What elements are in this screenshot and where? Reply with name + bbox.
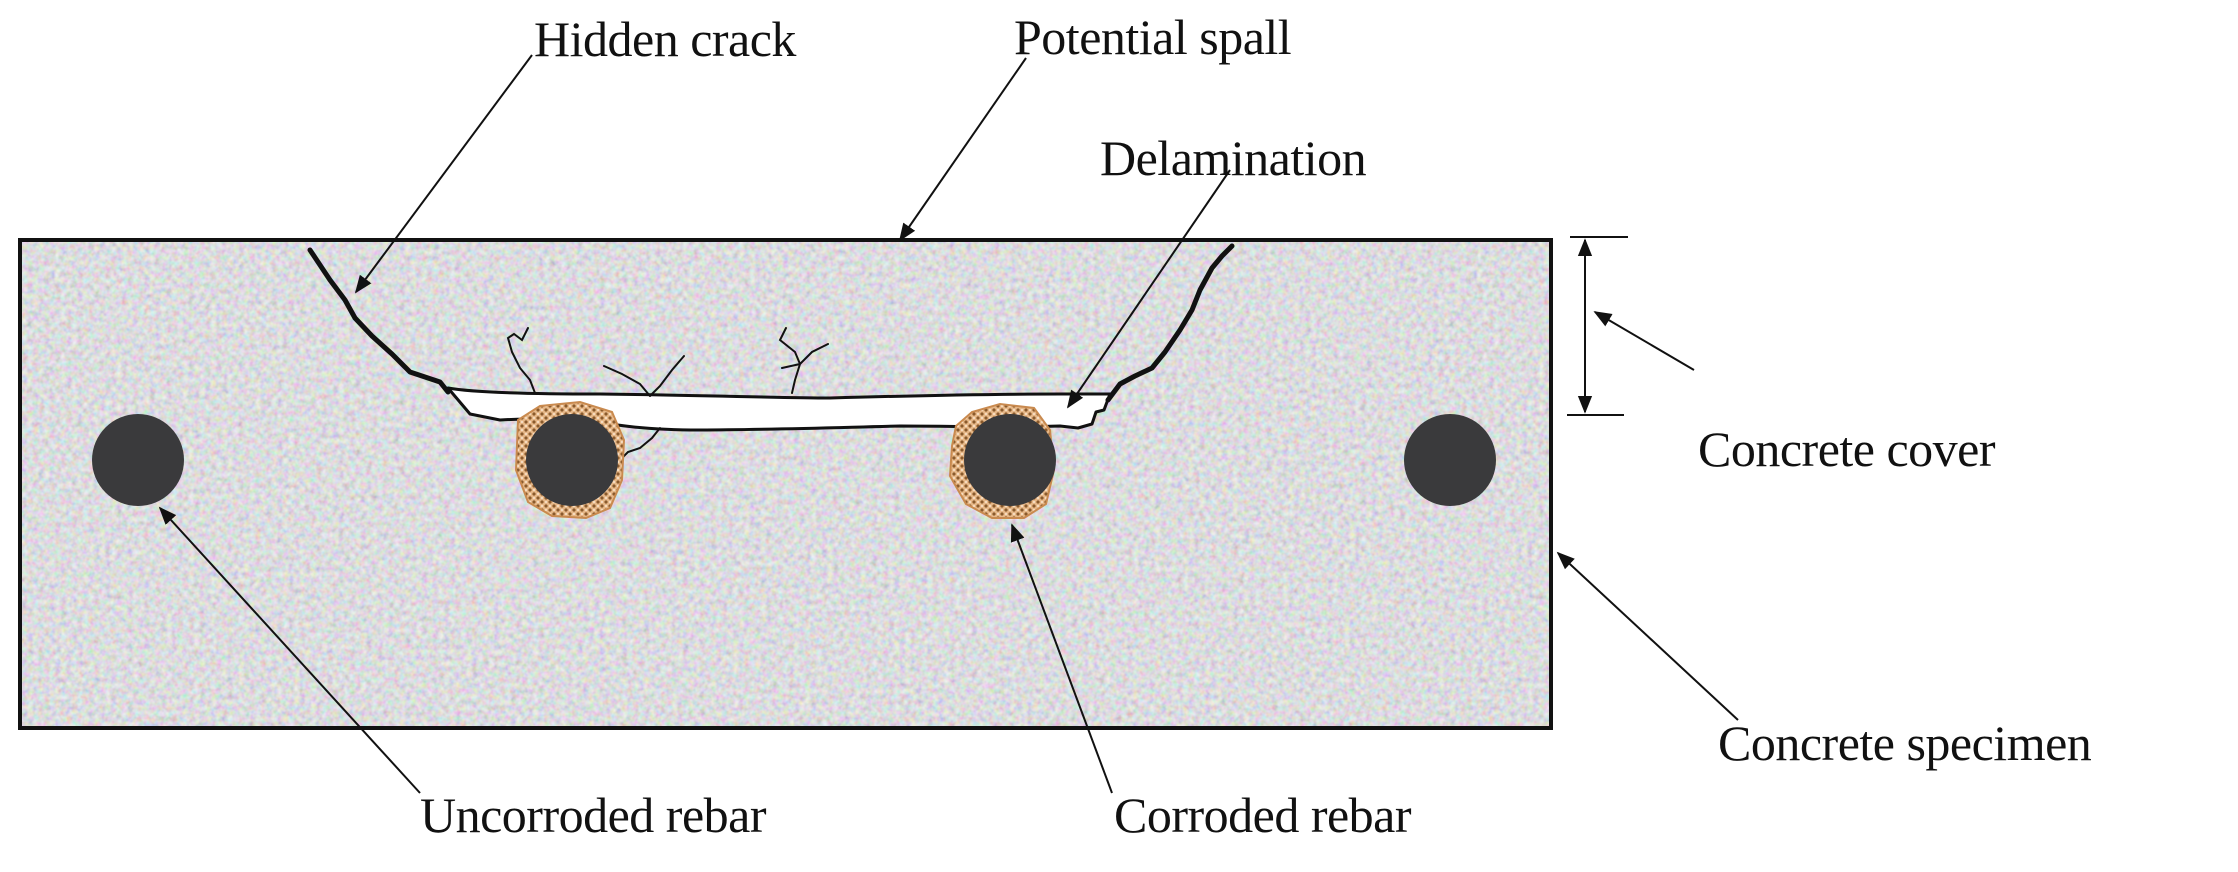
label-potential-spall: Potential spall [1014,9,1292,65]
corroded-rebar-right [964,414,1056,506]
hairline-cracks [506,327,829,477]
arrow-uncorroded-rebar [158,506,421,794]
arrow-delamination [1066,169,1231,409]
uncorroded-rebar-left [92,414,184,506]
corroded-rebar-left [526,414,618,506]
label-concrete-cover: Concrete cover [1698,421,1996,477]
label-corroded-rebar: Corroded rebar [1114,787,1412,843]
right-inclined-crack [1105,243,1235,403]
arrow-corroded-rebar [1010,523,1113,794]
arrow-potential-spall [898,57,1027,242]
label-uncorroded-rebar: Uncorroded rebar [420,787,766,843]
arrow-hidden-crack [354,54,533,294]
arrow-concrete-specimen [1556,551,1739,721]
hidden-crack-line [307,247,451,395]
leader-arrows [158,54,1739,794]
label-concrete-specimen: Concrete specimen [1718,715,2092,771]
arrow-concrete-cover [1593,311,1695,371]
concrete-cover-dimension [1567,236,1628,416]
concrete-specimen [18,238,1553,730]
uncorroded-rebar-right [1404,414,1496,506]
label-hidden-crack: Hidden crack [534,11,796,67]
label-delamination: Delamination [1100,130,1367,186]
rebars [92,400,1496,520]
